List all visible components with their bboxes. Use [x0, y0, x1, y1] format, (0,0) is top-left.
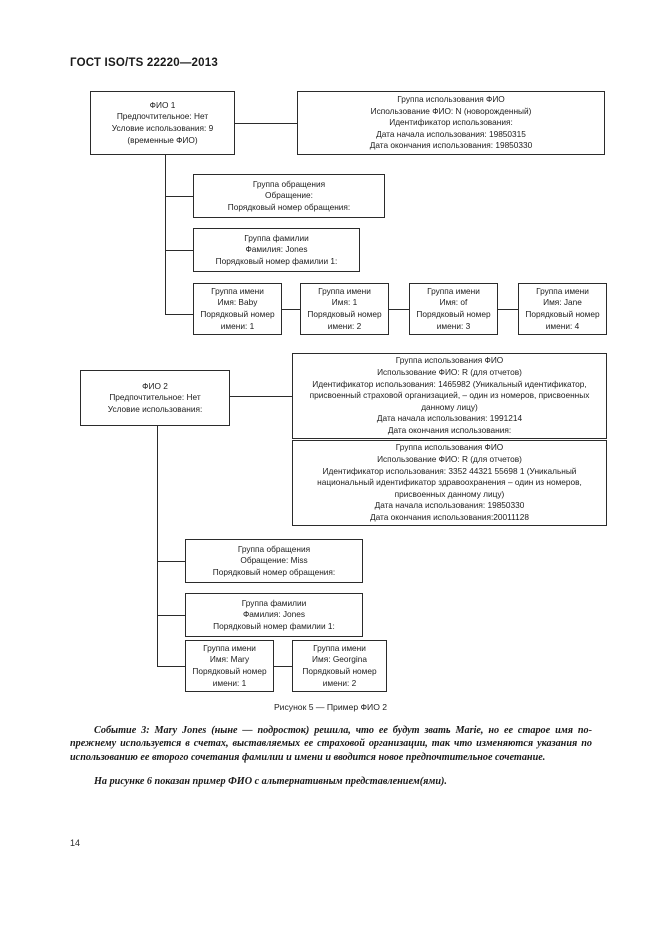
body-paragraph-1-text: Событие 3: Mary Jones (ныне — подросток)…	[70, 725, 592, 763]
connector-fio1-trunk	[165, 155, 166, 314]
fio1-root-line2: Предпочтительное: Нет	[116, 111, 209, 122]
fio2-root-line3: Условие использования:	[107, 403, 203, 414]
fio1-root-line1: ФИО 1	[149, 99, 176, 110]
fio1-name4-line4: имени: 4	[545, 320, 580, 331]
fio1-name3-title: Группа имени	[427, 285, 480, 296]
fio1-name1-title: Группа имени	[211, 285, 264, 296]
fio1-family-line3: Порядковый номер фамилии 1:	[215, 255, 338, 266]
fio2-family-line2: Фамилия: Jones	[243, 609, 305, 620]
connector-fio1-name3-to-name4	[498, 309, 518, 310]
node-fio1-salutation-group: Группа обращения Обращение: Порядковый н…	[193, 174, 385, 218]
connector-fio1-trunk-to-name1	[165, 314, 193, 315]
node-fio1-name-group-3: Группа имени Имя: of Порядковый номер им…	[409, 283, 498, 335]
figure-5-diagram: ФИО 1 Предпочтительное: Нет Условие испо…	[80, 91, 607, 692]
fio2-salutation-title: Группа обращения	[237, 543, 311, 554]
fio2-usage1-line5: Дата окончания использования:	[387, 424, 512, 435]
connector-fio2-name1-to-name2	[274, 666, 292, 667]
node-fio2-name-group-2: Группа имени Имя: Georgina Порядковый но…	[292, 640, 387, 692]
fio2-usage1-line4: Дата начала использования: 1991214	[376, 413, 523, 424]
fio1-name1-line4: имени: 1	[220, 320, 255, 331]
node-fio2-root: ФИО 2 Предпочтительное: Нет Условие испо…	[80, 370, 230, 426]
connector-fio2-trunk-to-family	[157, 615, 185, 616]
fio2-name2-title: Группа имени	[313, 642, 366, 653]
fio2-root-line2: Предпочтительное: Нет	[109, 392, 201, 403]
fio2-name1-line2: Имя: Mary	[209, 654, 250, 665]
node-fio1-family-group: Группа фамилии Фамилия: Jones Порядковый…	[193, 228, 360, 272]
fio2-name2-line4: имени: 2	[322, 677, 357, 688]
fio1-name3-line2: Имя: of	[439, 297, 468, 308]
node-fio2-family-group: Группа фамилии Фамилия: Jones Порядковый…	[185, 593, 363, 637]
node-fio1-name-group-2: Группа имени Имя: 1 Порядковый номер име…	[300, 283, 389, 335]
fio1-family-title: Группа фамилии	[244, 232, 309, 243]
fio2-usage2-title: Группа использования ФИО	[395, 442, 504, 453]
fio1-name2-line3: Порядковый номер	[307, 309, 382, 319]
figure-caption: Рисунок 5 — Пример ФИО 2	[273, 702, 388, 712]
fio1-usage-line3: Идентификатор использования:	[389, 117, 513, 128]
fio2-name1-line3: Порядковый номер	[192, 666, 267, 676]
node-fio1-usage-group: Группа использования ФИО Использование Ф…	[297, 91, 605, 155]
fio2-root-line1: ФИО 2	[142, 380, 168, 391]
node-fio2-name-group-1: Группа имени Имя: Mary Порядковый номер …	[185, 640, 274, 692]
connector-fio1-name1-to-name2	[282, 309, 300, 310]
fio1-name1-line2: Имя: Baby	[217, 297, 258, 308]
fio2-salutation-line2: Обращение: Miss	[240, 555, 308, 566]
body-paragraph-2: На рисунке 6 показан пример ФИО с альтер…	[70, 775, 592, 788]
fio1-usage-line5: Дата окончания использования: 19850330	[369, 140, 533, 151]
fio2-usage1-title: Группа использования ФИО	[395, 355, 504, 366]
fio1-salutation-line2: Обращение:	[265, 190, 313, 201]
fio2-family-line3: Порядковый номер фамилии 1:	[213, 620, 335, 631]
fio2-usage2-line5: Дата окончания использования:20011128	[370, 511, 529, 522]
fio1-name2-line4: имени: 2	[327, 320, 362, 331]
fio2-usage1-line3: Идентификатор использования: 1465982 (Ун…	[309, 378, 590, 412]
fio1-usage-title: Группа использования ФИО	[397, 94, 505, 105]
node-fio2-usage-group-2: Группа использования ФИО Использование Ф…	[292, 440, 607, 526]
fio1-usage-line4: Дата начала использования: 19850315	[376, 128, 526, 139]
connector-fio1-trunk-to-family	[165, 250, 193, 251]
page-number: 14	[70, 838, 81, 848]
fio2-family-title: Группа фамилии	[241, 597, 307, 608]
node-fio2-salutation-group: Группа обращения Обращение: Miss Порядко…	[185, 539, 363, 583]
fio2-usage2-line4: Дата начала использования: 19850330	[374, 500, 525, 511]
fio1-root-line3: Условие использования: 9	[111, 123, 214, 133]
fio1-name1-line3: Порядковый номер	[200, 309, 275, 319]
fio1-name2-line2: Имя: 1	[331, 297, 358, 308]
connector-fio2-trunk-to-salutation	[157, 561, 185, 562]
fio2-name1-line4: имени: 1	[212, 677, 247, 688]
fio2-salutation-line3: Порядковый номер обращения:	[212, 566, 336, 577]
connector-fio2-root-to-usage1	[230, 396, 292, 397]
connector-fio1-root-to-usage	[235, 123, 297, 124]
fio1-salutation-line3: Порядковый номер обращения:	[227, 201, 351, 212]
node-fio1-root: ФИО 1 Предпочтительное: Нет Условие испо…	[90, 91, 235, 155]
body-paragraph-2-text: На рисунке 6 показан пример ФИО с альтер…	[94, 776, 447, 787]
fio1-name4-title: Группа имени	[536, 285, 589, 296]
fio1-salutation-title: Группа обращения	[252, 178, 326, 189]
fio1-name3-line3: Порядковый номер	[416, 309, 491, 319]
fio1-name3-line4: имени: 3	[436, 320, 471, 331]
node-fio1-name-group-4: Группа имени Имя: Jane Порядковый номер …	[518, 283, 607, 335]
body-paragraph-1: Событие 3: Mary Jones (ныне — подросток)…	[70, 724, 592, 764]
fio2-usage1-line2: Использование ФИО: R (для отчетов)	[377, 367, 522, 378]
fio2-name2-line2: Имя: Georgina	[312, 654, 367, 665]
node-fio2-usage-group-1: Группа использования ФИО Использование Ф…	[292, 353, 607, 439]
fio1-name4-line3: Порядковый номер	[525, 309, 600, 319]
node-fio1-name-group-1: Группа имени Имя: Baby Порядковый номер …	[193, 283, 282, 335]
fio1-family-line2: Фамилия: Jones	[245, 244, 308, 255]
fio2-name1-title: Группа имени	[203, 642, 256, 653]
fio2-usage2-line3: Идентификатор использования: 3352 44321 …	[317, 465, 582, 499]
fio1-usage-line2: Использование ФИО: N (новорожденный)	[370, 105, 532, 116]
connector-fio1-name2-to-name3	[389, 309, 409, 310]
fio2-usage2-line2: Использование ФИО: R (для отчетов)	[377, 454, 522, 465]
connector-fio2-trunk	[157, 426, 158, 666]
connector-fio1-trunk-to-salutation	[165, 196, 193, 197]
fio1-root-line4: (временные ФИО)	[127, 134, 198, 145]
fio2-name2-line3: Порядковый номер	[302, 666, 377, 676]
fio1-name2-title: Группа имени	[318, 285, 371, 296]
connector-fio2-trunk-to-name1	[157, 666, 185, 667]
fio1-name4-line2: Имя: Jane	[543, 297, 582, 308]
document-header: ГОСТ ISO/TS 22220—2013	[70, 57, 218, 69]
